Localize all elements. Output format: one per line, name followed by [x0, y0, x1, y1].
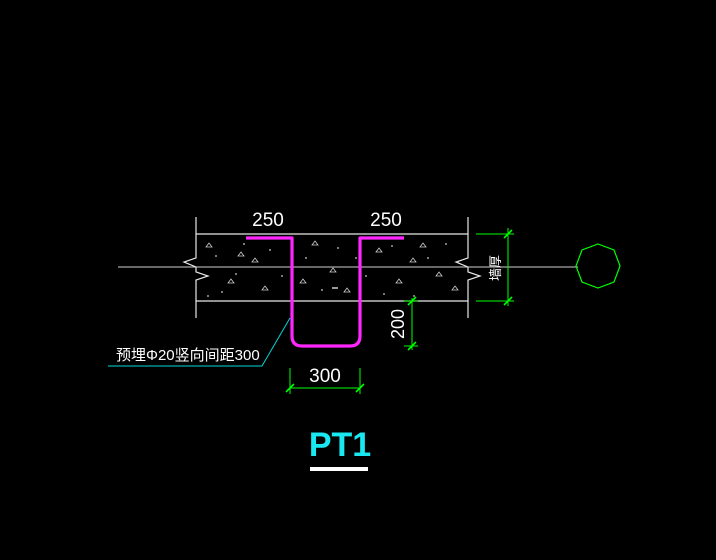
- rebar-note: 预埋Φ20竖向间距300: [116, 347, 260, 364]
- dimension-depth-label: 200: [388, 309, 408, 339]
- drawing-title: PT1: [309, 426, 371, 464]
- dimension-wall-thickness: [476, 228, 514, 306]
- dimension-right-label: 250: [370, 210, 402, 231]
- dimension-width: [285, 368, 365, 394]
- leader-line: [108, 317, 291, 367]
- wall-thickness-label: 墙厚: [488, 255, 503, 281]
- title-underline: [310, 467, 368, 471]
- concrete-hatch: [205, 240, 459, 293]
- dimension-left-label: 250: [252, 210, 284, 231]
- dimension-depth: [404, 296, 418, 351]
- embedded-rebar: [246, 236, 404, 348]
- wall-section: [182, 217, 482, 318]
- octagon-axis-marker-icon: [575, 243, 621, 289]
- concrete-dots: [207, 243, 459, 297]
- dimension-width-label: 300: [309, 366, 341, 387]
